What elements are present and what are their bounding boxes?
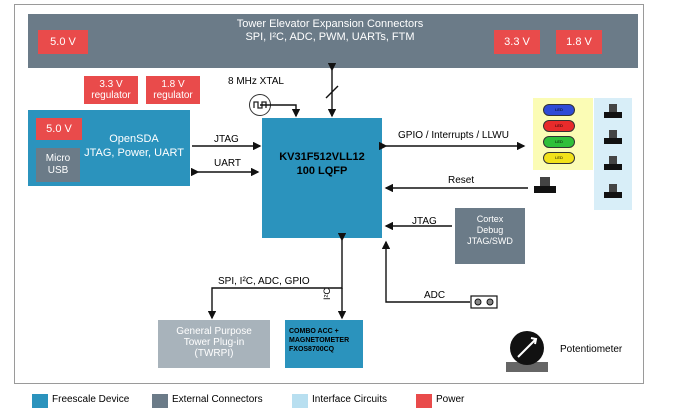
legend-label-interface: Interface Circuits bbox=[312, 394, 388, 405]
power-5v-opensda: 5.0 V bbox=[36, 118, 82, 140]
regulator-1v8: 1.8 V regulator bbox=[146, 76, 200, 104]
tower-title-line2: SPI, I²C, ADC, PWM, UARTs, FTM bbox=[245, 31, 415, 43]
spi-label: SPI, I²C, ADC, GPIO bbox=[218, 276, 310, 287]
reset-button-icon bbox=[534, 177, 556, 193]
opensda-title: OpenSDA bbox=[109, 133, 159, 145]
mcu-block bbox=[262, 118, 382, 238]
regulator-3v3: 3.3 V regulator bbox=[84, 76, 138, 104]
led-blue: LED bbox=[543, 104, 575, 116]
pushbutton-icon-3 bbox=[604, 156, 622, 170]
mcu-package: 100 LQFP bbox=[296, 165, 348, 177]
uart-label: UART bbox=[214, 158, 242, 169]
pushbutton-icon-4 bbox=[604, 184, 622, 198]
legend-swatch-freescale bbox=[32, 394, 48, 408]
mcu-part-number: KV31F512VLL12 bbox=[279, 151, 365, 163]
cortex-line1: Cortex bbox=[476, 214, 504, 224]
potentiometer-label: Potentiometer bbox=[560, 344, 623, 355]
power-3v3-tower: 3.3 V bbox=[494, 30, 540, 54]
pushbutton-icon-2 bbox=[604, 130, 622, 144]
led-red: LED bbox=[543, 120, 575, 132]
diagram-frame bbox=[14, 4, 644, 384]
cortex-debug-connector: Cortex Debug JTAG/SWD bbox=[455, 208, 525, 264]
led-yellow: LED bbox=[543, 152, 575, 164]
opensda-label: OpenSDA JTAG, Power, UART bbox=[84, 132, 184, 160]
micro-usb-line1: Micro bbox=[45, 153, 71, 164]
spi-line bbox=[207, 233, 347, 320]
micro-usb-connector: Micro USB bbox=[36, 148, 80, 182]
i2c-label: I²C bbox=[322, 288, 332, 300]
jtag-debug-label: JTAG bbox=[412, 216, 437, 227]
cortex-line3: JTAG/SWD bbox=[467, 236, 513, 246]
adc-line bbox=[381, 240, 470, 303]
pushbutton-icon-1 bbox=[604, 104, 622, 118]
bus-slash bbox=[325, 85, 339, 99]
legend-swatch-power bbox=[416, 394, 432, 408]
crystal-label: 8 MHz XTAL bbox=[228, 76, 284, 87]
adc-header-icon bbox=[470, 295, 498, 309]
combo-line3: FXOS8700CQ bbox=[289, 346, 335, 353]
adc-label: ADC bbox=[424, 290, 446, 301]
tower-title: Tower Elevator Expansion Connectors SPI,… bbox=[180, 18, 480, 44]
jtag-label: JTAG bbox=[214, 134, 239, 145]
combo-line1: COMBO ACC + bbox=[289, 328, 339, 335]
led-panel: LED LED LED LED bbox=[533, 98, 593, 170]
regulator-3v3-label: regulator bbox=[91, 90, 131, 101]
combo-line2: MAGNETOMETER bbox=[289, 337, 350, 344]
twrpi-line3: (TWRPI) bbox=[194, 348, 234, 359]
micro-usb-line2: USB bbox=[47, 165, 69, 176]
legend-label-external: External Connectors bbox=[172, 394, 263, 405]
mcu-label: KV31F512VLL12 100 LQFP bbox=[262, 150, 382, 178]
twrpi-line1: General Purpose bbox=[176, 326, 252, 337]
gpio-label: GPIO / Interrupts / LLWU bbox=[398, 130, 509, 141]
regulator-3v3-value: 3.3 V bbox=[99, 79, 123, 90]
legend-label-power: Power bbox=[436, 394, 465, 405]
combo-sensor-block: COMBO ACC + MAGNETOMETER FXOS8700CQ bbox=[285, 320, 363, 368]
regulator-1v8-value: 1.8 V bbox=[161, 79, 185, 90]
power-1v8-tower: 1.8 V bbox=[556, 30, 602, 54]
regulator-1v8-label: regulator bbox=[153, 90, 193, 101]
tower-title-line1: Tower Elevator Expansion Connectors bbox=[236, 18, 424, 30]
power-5v-tower: 5.0 V bbox=[38, 30, 88, 54]
opensda-subtitle: JTAG, Power, UART bbox=[84, 147, 184, 159]
cortex-line2: Debug bbox=[476, 225, 504, 235]
reset-label: Reset bbox=[448, 175, 475, 186]
crystal-line bbox=[260, 104, 301, 118]
twrpi-line2: Tower Plug-in bbox=[183, 337, 245, 348]
twrpi-connector: General Purpose Tower Plug-in (TWRPI) bbox=[158, 320, 270, 368]
legend-swatch-external bbox=[152, 394, 168, 408]
potentiometer-icon bbox=[506, 331, 548, 372]
legend-swatch-interface bbox=[292, 394, 308, 408]
led-green: LED bbox=[543, 136, 575, 148]
legend-label-freescale: Freescale Device bbox=[52, 394, 130, 405]
